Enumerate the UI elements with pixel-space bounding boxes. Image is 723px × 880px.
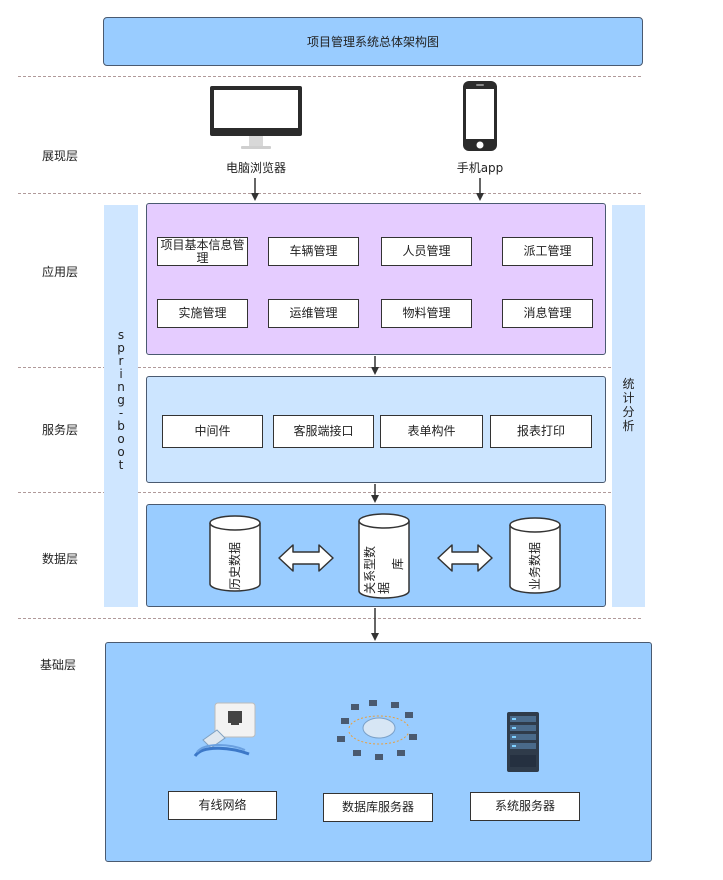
layer-label-data: 数据层 [42, 552, 79, 566]
module-project-info: 项目基本信息管理 [157, 237, 248, 266]
side-char: p [117, 341, 125, 355]
side-char: 析 [622, 419, 635, 433]
application-panel [146, 203, 606, 355]
service-report-print: 报表打印 [490, 415, 592, 448]
side-char: r [118, 354, 124, 368]
double-arrow-icon [278, 543, 334, 573]
side-char: t [118, 458, 124, 472]
module-dispatch: 派工管理 [502, 237, 593, 266]
system-server-label: 系统服务器 [470, 792, 580, 821]
base-panel [105, 642, 652, 862]
side-char: n [117, 380, 125, 394]
double-arrow-icon [437, 543, 493, 573]
separator-line [18, 492, 641, 493]
separator-line [18, 618, 641, 619]
layer-label-base: 基础层 [40, 658, 77, 672]
relational-database-icon [358, 513, 410, 599]
service-middleware: 中间件 [162, 415, 263, 448]
diagram-title: 项目管理系统总体架构图 [103, 17, 643, 66]
ethernet-cable-icon [193, 700, 259, 762]
spring-boot-column: s p r i n g - b o o t [104, 205, 138, 607]
module-vehicle: 车辆管理 [268, 237, 359, 266]
service-client-interface: 客服端接口 [273, 415, 374, 448]
side-char: i [119, 367, 123, 381]
service-form-component: 表单构件 [380, 415, 483, 448]
statistics-analysis-column: 统 计 分 析 [612, 205, 645, 607]
side-char: g [117, 393, 125, 407]
separator-line [18, 367, 641, 368]
side-char: s [117, 328, 125, 342]
monitor-icon [209, 85, 303, 153]
mobile-app-label: 手机app [456, 161, 504, 175]
side-char: 计 [622, 391, 635, 405]
server-rack-icon [506, 711, 540, 773]
layer-label-presentation: 展现层 [42, 149, 79, 163]
side-char: b [117, 419, 125, 433]
side-char: o [117, 432, 125, 446]
smartphone-icon [462, 80, 498, 152]
module-messages: 消息管理 [502, 299, 593, 328]
layer-label-application: 应用层 [42, 265, 79, 279]
layer-label-service: 服务层 [42, 423, 79, 437]
wired-network-label: 有线网络 [168, 791, 277, 820]
database-server-network-icon [333, 698, 425, 762]
module-maintenance: 运维管理 [268, 299, 359, 328]
module-implementation: 实施管理 [157, 299, 248, 328]
browser-label: 电脑浏览器 [225, 161, 286, 175]
separator-line [18, 193, 641, 194]
side-char: o [117, 445, 125, 459]
side-char: 统 [622, 377, 635, 391]
module-materials: 物料管理 [381, 299, 472, 328]
side-char: 分 [622, 405, 635, 419]
module-personnel: 人员管理 [381, 237, 472, 266]
side-char: - [118, 406, 124, 420]
separator-line [18, 76, 641, 77]
database-server-label: 数据库服务器 [323, 793, 433, 822]
business-database-icon [509, 517, 561, 594]
history-database-icon [209, 515, 261, 592]
